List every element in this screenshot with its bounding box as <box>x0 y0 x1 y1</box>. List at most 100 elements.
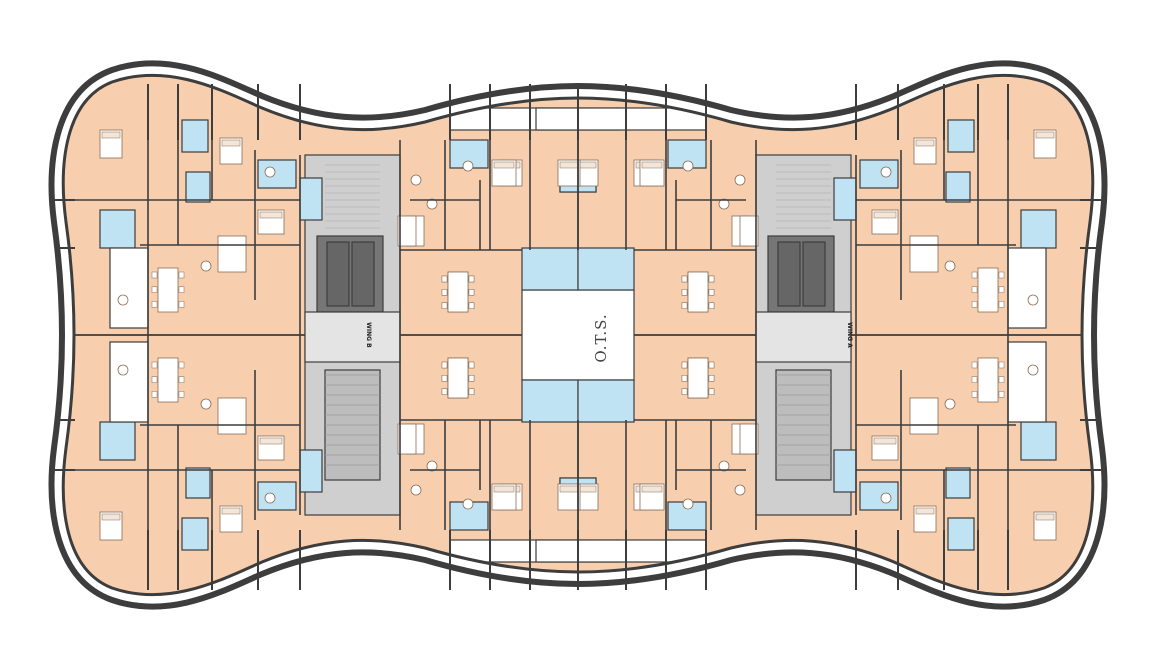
building-interior <box>63 75 1093 595</box>
dining-chair <box>708 302 715 309</box>
dining-chair <box>178 301 185 308</box>
toilet <box>185 171 211 203</box>
toilet <box>181 119 209 153</box>
dining-chair <box>468 302 475 309</box>
toilet <box>945 467 971 499</box>
dining-chair <box>998 391 1005 398</box>
dining-chair <box>468 375 475 382</box>
dining-chair <box>441 375 448 382</box>
round-table <box>682 160 694 172</box>
dining-chair <box>151 271 158 279</box>
bed-pillow <box>101 131 121 139</box>
dining-chair <box>998 301 1005 308</box>
toilet <box>181 517 209 551</box>
toilet <box>99 209 136 249</box>
dining-chair <box>178 286 185 293</box>
bed-pillow <box>101 513 121 521</box>
toilet <box>299 449 323 493</box>
dining-chair <box>151 361 158 369</box>
dining-chair <box>681 361 688 369</box>
bed-pillow <box>259 211 283 219</box>
dining-table <box>157 267 179 313</box>
dining-table <box>687 357 709 399</box>
round-table <box>426 198 438 210</box>
central-toilet <box>577 379 635 423</box>
round-table <box>944 260 956 272</box>
dining-chair <box>151 286 158 293</box>
toilet <box>859 481 899 511</box>
deck-area <box>535 107 707 131</box>
sofa <box>397 215 417 247</box>
dining-table <box>447 271 469 313</box>
bed-pillow <box>577 161 597 169</box>
dining-chair <box>178 361 185 369</box>
sofa <box>739 423 759 455</box>
ots-label: O.T.S. <box>592 313 610 362</box>
central-toilet <box>521 379 579 423</box>
wing-a-lobby <box>755 311 852 363</box>
dining-chair <box>468 275 475 283</box>
wing-b-lift-car-2 <box>351 241 375 307</box>
dining-chair <box>971 376 978 383</box>
round-table <box>462 160 474 172</box>
balcony-dividers <box>55 84 1101 590</box>
round-table <box>117 364 129 376</box>
dining-chair <box>151 376 158 383</box>
dining-chair <box>178 271 185 279</box>
bed-pillow <box>559 485 579 493</box>
dining-chair <box>441 302 448 309</box>
sofa <box>217 397 247 435</box>
toilet <box>947 119 975 153</box>
bed-pillow <box>493 161 515 169</box>
bed-pillow <box>915 139 935 147</box>
toilet <box>1020 421 1057 461</box>
round-table <box>426 460 438 472</box>
dining-chair <box>971 391 978 398</box>
dining-table <box>977 357 999 403</box>
toilet <box>833 449 857 493</box>
round-table <box>944 398 956 410</box>
sofa <box>217 235 247 273</box>
round-table <box>718 460 730 472</box>
round-table <box>462 498 474 510</box>
round-table <box>410 174 422 186</box>
toilet <box>257 481 297 511</box>
round-table <box>200 260 212 272</box>
round-table <box>117 294 129 306</box>
dining-chair <box>468 361 475 369</box>
dining-table <box>977 267 999 313</box>
deck-area <box>109 341 149 423</box>
dining-table <box>447 357 469 399</box>
toilet <box>859 159 899 189</box>
dining-chair <box>998 286 1005 293</box>
toilet <box>947 517 975 551</box>
dining-chair <box>998 376 1005 383</box>
round-table <box>1027 294 1039 306</box>
dining-chair <box>971 301 978 308</box>
round-table <box>410 484 422 496</box>
toilet <box>833 177 857 221</box>
dining-chair <box>708 275 715 283</box>
dining-chair <box>681 388 688 395</box>
wing-a-label: WING A <box>846 322 853 348</box>
dining-chair <box>441 289 448 296</box>
bed-pillow <box>493 485 515 493</box>
dining-chair <box>971 361 978 369</box>
toilet <box>299 177 323 221</box>
round-table <box>200 398 212 410</box>
round-table <box>264 492 276 504</box>
round-table <box>718 198 730 210</box>
deck-area <box>1007 247 1047 329</box>
dining-chair <box>971 286 978 293</box>
dining-chair <box>151 301 158 308</box>
wing-b-label: WING B <box>365 322 372 348</box>
bed-pillow <box>873 211 897 219</box>
toilet <box>185 467 211 499</box>
sofa <box>909 235 939 273</box>
ots-shaft <box>521 289 635 381</box>
dining-chair <box>441 388 448 395</box>
sofa <box>909 397 939 435</box>
dining-chair <box>971 271 978 279</box>
dining-chair <box>998 271 1005 279</box>
